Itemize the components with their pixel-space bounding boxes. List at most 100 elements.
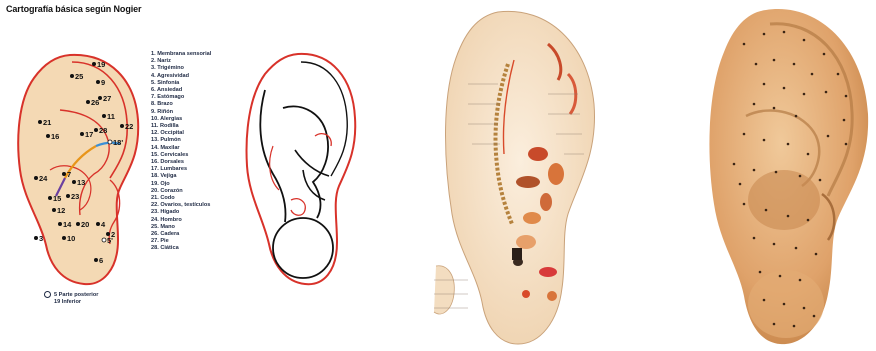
acupoint-dot: [753, 169, 756, 172]
ear-point-dot: [96, 222, 100, 226]
ear-point-dot: [62, 236, 66, 240]
acupoint-dot: [773, 323, 776, 326]
footnote: 5 Parte posterior 19 Inferior: [44, 291, 98, 306]
ear-point-label: 11: [107, 112, 115, 121]
ear-point-dot: [72, 180, 76, 184]
ear-point-label: 24: [39, 174, 48, 183]
legend-item: 12. Occipital: [151, 130, 211, 137]
legend-item: 16. Dorsales: [151, 159, 211, 166]
ear-point-label: 26: [91, 98, 99, 107]
legend-item: 9. Riñón: [151, 109, 211, 116]
ear-point-label: 19: [97, 60, 105, 69]
legend-item: 28. Ciática: [151, 245, 211, 252]
acupoint-dot: [773, 107, 776, 110]
legend-item: 15. Cervicales: [151, 152, 211, 159]
ear-point-label: 9: [101, 78, 105, 87]
ear-point-dot: [34, 236, 38, 240]
red-mark-1: [291, 199, 305, 216]
acupoint-dot: [763, 83, 766, 86]
acupoint-dot: [807, 153, 810, 156]
acupoint-dot: [793, 63, 796, 66]
legend-item: 26. Cadera: [151, 231, 211, 238]
acupoint-dot: [827, 135, 830, 138]
ear-point-dot: [96, 80, 100, 84]
ear-point-dot: [94, 128, 98, 132]
acupoint-dot: [763, 139, 766, 142]
acupoint-dot: [763, 33, 766, 36]
inner-helix-2: [301, 62, 347, 176]
acupoint-dot: [803, 39, 806, 42]
acupuncture-ear-model: [704, 4, 874, 349]
ear-point-label: 12: [57, 206, 65, 215]
ear-point-label: 22: [125, 122, 133, 131]
legend-item: 10. Alergias: [151, 116, 211, 123]
ear-point-label: 10: [67, 234, 75, 243]
legend-item: 6. Ansiedad: [151, 87, 211, 94]
organ-brain-icon: [516, 235, 536, 249]
ear-point-dot: [92, 62, 96, 66]
legend-item: 8. Brazo: [151, 101, 211, 108]
acupoint-dot: [775, 171, 778, 174]
acupoint-dot: [783, 303, 786, 306]
acupoint-dot: [765, 209, 768, 212]
acupoint-dot: [739, 183, 742, 186]
ear-point-label: 15: [53, 194, 61, 203]
ear-point-dot: [48, 196, 52, 200]
ear-point-dot: [52, 208, 56, 212]
ear-point-label: 3: [39, 234, 43, 243]
ear-point-label: 17: [85, 130, 93, 139]
organ-dark-icon: [512, 248, 522, 260]
ear-point-label: 5': [107, 236, 113, 245]
page-title: Cartografía básica según Nogier: [6, 4, 141, 14]
legend-item: 11. Rodilla: [151, 123, 211, 130]
ear-outline-2: [247, 54, 356, 284]
ear-point-dot: [46, 134, 50, 138]
legend-item: 20. Corazón: [151, 188, 211, 195]
organ-heart-icon: [528, 147, 548, 161]
acupoint-dot: [783, 31, 786, 34]
acupoint-dot: [743, 133, 746, 136]
open-circle-icon: [44, 291, 51, 298]
legend-item: 14. Maxilar: [151, 145, 211, 152]
acupoint-dot: [825, 91, 828, 94]
legend-item: 13. Pulmón: [151, 137, 211, 144]
ear-point-dot: [66, 194, 70, 198]
fetus-head: [273, 218, 333, 278]
anatomical-ear-chart: [428, 4, 618, 349]
acupoint-dot: [787, 215, 790, 218]
organ-lung-icon: [548, 163, 564, 185]
legend-item: 4. Agresividad: [151, 73, 211, 80]
ear-point-label: 20: [81, 220, 89, 229]
legend-item: 22. Ovarios, testículos: [151, 202, 211, 209]
legend-item: 27. Pie: [151, 238, 211, 245]
legend-item: 17. Lumbares: [151, 166, 211, 173]
acupoint-dot: [795, 247, 798, 250]
ear-point-dot: [76, 222, 80, 226]
acupoint-dot: [753, 237, 756, 240]
ear-point-label: 27: [103, 94, 111, 103]
fetus-limbs: [295, 150, 329, 200]
acupoint-dot: [819, 179, 822, 182]
ear-point-label: 25: [75, 72, 83, 81]
acupoint-dot: [843, 119, 846, 122]
acupoint-dot: [837, 73, 840, 76]
ear-point-dot: [38, 120, 42, 124]
acupoint-dot: [743, 43, 746, 46]
acupoint-dot: [773, 243, 776, 246]
acupoint-dot: [787, 143, 790, 146]
legend-item: 1. Membrana sensorial: [151, 51, 211, 58]
model-concha: [748, 170, 820, 230]
organ-tooth-icon: [522, 290, 530, 298]
acupoint-dot: [815, 253, 818, 256]
acupoint-dot: [845, 95, 848, 98]
acupoint-dot: [753, 103, 756, 106]
mini-ear-inset: [434, 266, 468, 314]
legend-item: 7. Estómago: [151, 94, 211, 101]
organ-liver-icon: [516, 176, 540, 188]
acupoint-dot: [845, 143, 848, 146]
ear-point-dot: [120, 124, 124, 128]
acupoint-dot: [799, 279, 802, 282]
legend-item: 21. Codo: [151, 195, 211, 202]
